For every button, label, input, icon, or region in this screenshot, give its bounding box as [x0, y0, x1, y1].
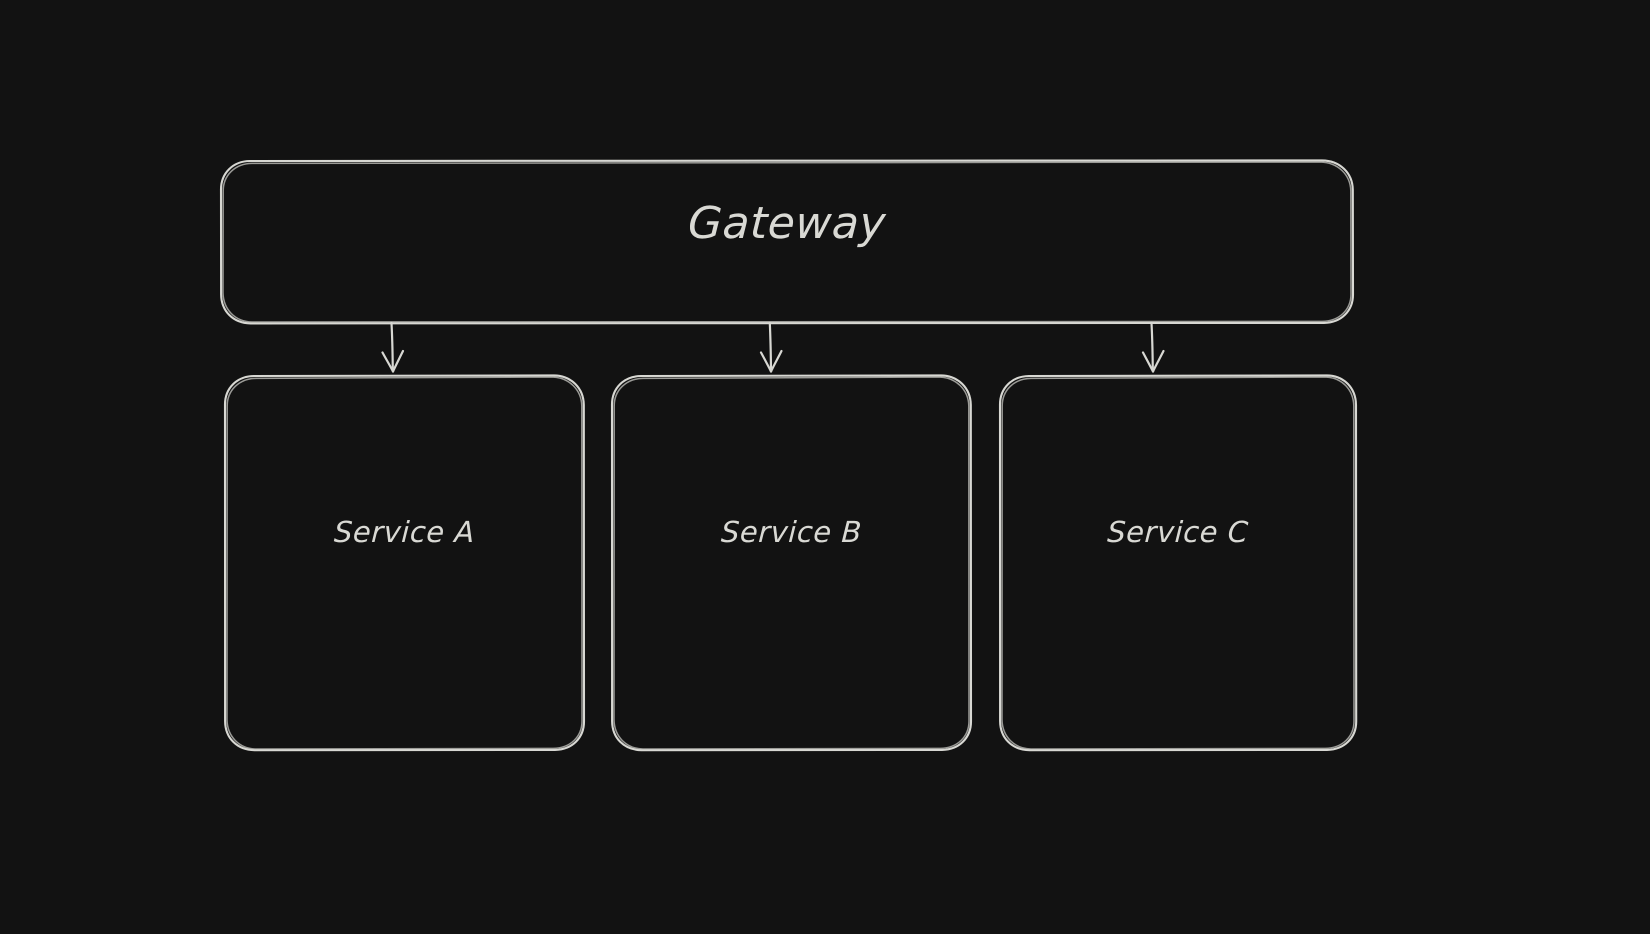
node-service-b-label: Service B: [720, 515, 863, 549]
edge-gateway-service-a[interactable]: [381, 321, 405, 373]
node-service-a-shape[interactable]: [223, 374, 586, 752]
node-service-b-shape[interactable]: [610, 374, 973, 752]
node-service-c-label: Service C: [1106, 515, 1250, 549]
node-gateway-label: Gateway: [686, 198, 888, 249]
node-service-c-shape[interactable]: [998, 374, 1358, 752]
edge-gateway-service-b[interactable]: [759, 321, 783, 373]
node-service-a-label: Service A: [333, 515, 476, 549]
edge-gateway-service-c[interactable]: [1141, 321, 1165, 373]
node-gateway-shape[interactable]: [219, 159, 1355, 325]
